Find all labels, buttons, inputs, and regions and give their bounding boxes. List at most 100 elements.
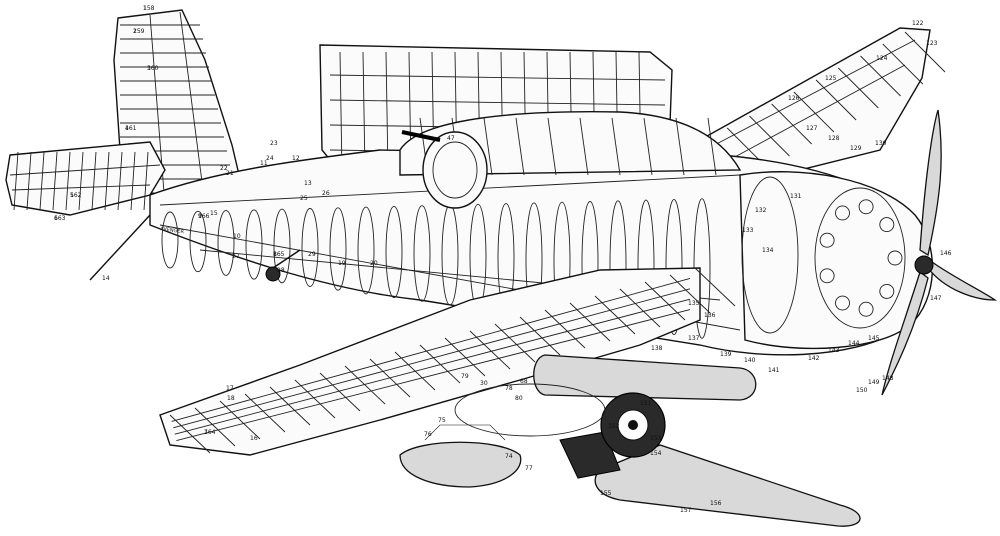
callout-number: 10 [233, 233, 241, 240]
callout-number: 80 [515, 395, 523, 402]
callout-number: 17 [226, 385, 234, 392]
ball-turret [401, 130, 488, 209]
callout-number: 141 [768, 367, 780, 374]
arrestor-hook [89, 214, 151, 281]
callout-number: 126 [788, 95, 800, 102]
callout-number: 24 [266, 155, 274, 162]
callout-number: 161 [125, 125, 137, 132]
callout-number: 125 [825, 75, 837, 82]
callout-number: 162 [70, 192, 82, 199]
propeller [881, 109, 998, 396]
callout-number: 151 [640, 400, 652, 407]
landing-wheel [600, 392, 666, 458]
callout-number: 153 [650, 435, 662, 442]
callout-number: 157 [680, 507, 692, 514]
callout-number: 18 [227, 395, 235, 402]
callout-number: 143 [828, 347, 840, 354]
callout-number: 133 [742, 227, 754, 234]
callout-number: 165 [273, 251, 285, 258]
callout-number: 139 [720, 351, 732, 358]
callout-number: 11 [260, 160, 268, 167]
callout-number: 152 [608, 423, 620, 430]
callout-number: 25 [300, 195, 308, 202]
callout-number: 15 [210, 210, 218, 217]
tail-wheel [265, 249, 301, 282]
far-wing [699, 27, 946, 181]
engine-cowling [739, 171, 934, 350]
callout-number: 155 [600, 490, 612, 497]
torpedo [559, 431, 861, 527]
callout-number: 135 [688, 300, 700, 307]
callout-number: 131 [790, 193, 802, 200]
callout-number: 134 [762, 247, 774, 254]
callout-number: 127 [806, 125, 818, 132]
callout-number: 74 [505, 453, 513, 460]
callout-number: 144 [848, 340, 860, 347]
callout-number: 136 [704, 312, 716, 319]
callout-number: 163 [54, 215, 66, 222]
fuselage-lettering: AVENGER [160, 226, 185, 235]
callout-number: 8 [273, 251, 277, 258]
callout-number: 147 [930, 295, 942, 302]
callout-number: 27 [232, 253, 240, 260]
callout-number: 156 [710, 500, 722, 507]
callout-number: 160 [147, 65, 159, 72]
near-wing [159, 267, 736, 456]
callout-number: 4 [125, 125, 129, 132]
callout-number: 1 [143, 5, 147, 12]
callout-number: 149 [868, 379, 880, 386]
callout-number: 164 [204, 429, 216, 436]
callout-number: 150 [856, 387, 868, 394]
callout-number: 146 [940, 250, 952, 257]
callout-number: 132 [755, 207, 767, 214]
callout-number: 22 [220, 165, 228, 172]
callout-number: 129 [850, 145, 862, 152]
callout-number: 137 [688, 335, 700, 342]
callout-number: 12 [292, 155, 300, 162]
callout-number: 2 [133, 28, 137, 35]
callout-number: 124 [876, 55, 888, 62]
callout-number: 20 [370, 260, 378, 267]
callout-number: 16 [250, 435, 258, 442]
callout-number: 138 [651, 345, 663, 352]
bomb-bay-tank [533, 354, 757, 401]
callout-number: 13 [304, 180, 312, 187]
callout-number: 21 [226, 170, 234, 177]
callout-number: 68 [520, 378, 528, 385]
callout-number: 140 [744, 357, 756, 364]
callout-number: 30 [480, 380, 488, 387]
callout-number: 7 [204, 429, 208, 436]
callout-number: 78 [505, 385, 513, 392]
callout-number: 128 [828, 135, 840, 142]
life-raft [454, 383, 606, 437]
callout-number: 122 [912, 20, 924, 27]
callout-number: 19 [338, 260, 346, 267]
callout-number: 148 [882, 375, 894, 382]
horizontal-stabilizer [5, 141, 166, 216]
callout-number: 142 [808, 355, 820, 362]
callout-number: 154 [650, 450, 662, 457]
callout-number: 158 [143, 5, 155, 12]
callout-number: 145 [868, 335, 880, 342]
callout-number: 14 [102, 275, 110, 282]
callout-number: 23 [270, 140, 278, 147]
callout-number: 79 [461, 373, 469, 380]
callout-number: 130 [875, 140, 887, 147]
callout-number: 28 [277, 267, 285, 274]
callout-number: 77 [525, 465, 533, 472]
callout-number: 6 [54, 215, 58, 222]
callout-number: 166 [198, 213, 210, 220]
callout-number: 76 [424, 431, 432, 438]
callout-number: 159 [133, 28, 145, 35]
callout-number: 26 [322, 190, 330, 197]
drop-tank [399, 424, 522, 488]
callout-number: 123 [926, 40, 938, 47]
callout-number: 47 [447, 135, 455, 142]
callout-number: 29 [308, 251, 316, 258]
callout-number: 3 [147, 65, 151, 72]
callout-number: 9 [198, 213, 202, 220]
callout-number: 75 [438, 417, 446, 424]
